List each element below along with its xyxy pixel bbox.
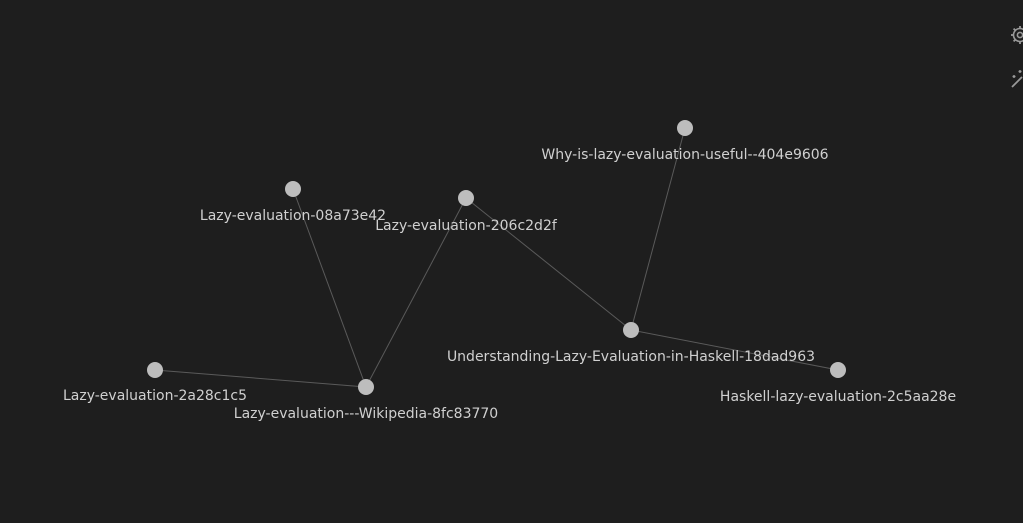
graph-node-n1[interactable] bbox=[677, 120, 693, 136]
graph-node-n5[interactable] bbox=[147, 362, 163, 378]
graph-edge-n1-n4 bbox=[630, 127, 686, 331]
graph-edge-n4-n7 bbox=[630, 329, 839, 371]
graph-animate-button[interactable] bbox=[1009, 68, 1023, 90]
graph-node-n2[interactable] bbox=[285, 181, 301, 197]
graph-node-label[interactable]: Haskell-lazy-evaluation-2c5aa28e bbox=[720, 389, 956, 405]
graph-node-label[interactable]: Lazy-evaluation-206c2d2f bbox=[375, 218, 558, 234]
graph-edges bbox=[154, 127, 839, 388]
graph-node-n3[interactable] bbox=[458, 190, 474, 206]
graph-edge-n3-n4 bbox=[465, 197, 632, 331]
graph-node-n7[interactable] bbox=[830, 362, 846, 378]
graph-settings-button[interactable] bbox=[1009, 24, 1023, 46]
graph-node-label[interactable]: Lazy-evaluation---Wikipedia-8fc83770 bbox=[234, 406, 498, 422]
graph-edge-n3-n6 bbox=[365, 197, 467, 388]
graph-node-label[interactable]: Lazy-evaluation-08a73e42 bbox=[200, 208, 386, 224]
graph-nodes bbox=[147, 120, 846, 395]
graph-node-n4[interactable] bbox=[623, 322, 639, 338]
graph-node-n6[interactable] bbox=[358, 379, 374, 395]
graph-node-label[interactable]: Lazy-evaluation-2a28c1c5 bbox=[63, 388, 247, 404]
magic-wand-icon bbox=[1011, 70, 1023, 88]
graph-edge-n2-n6 bbox=[292, 188, 367, 388]
graph-labels: Why-is-lazy-evaluation-useful--404e9606L… bbox=[63, 147, 956, 422]
graph-node-label[interactable]: Why-is-lazy-evaluation-useful--404e9606 bbox=[541, 147, 828, 163]
gear-icon bbox=[1011, 26, 1023, 44]
graph-node-label[interactable]: Understanding-Lazy-Evaluation-in-Haskell… bbox=[447, 349, 815, 365]
graph-edge-n5-n6 bbox=[154, 369, 367, 388]
